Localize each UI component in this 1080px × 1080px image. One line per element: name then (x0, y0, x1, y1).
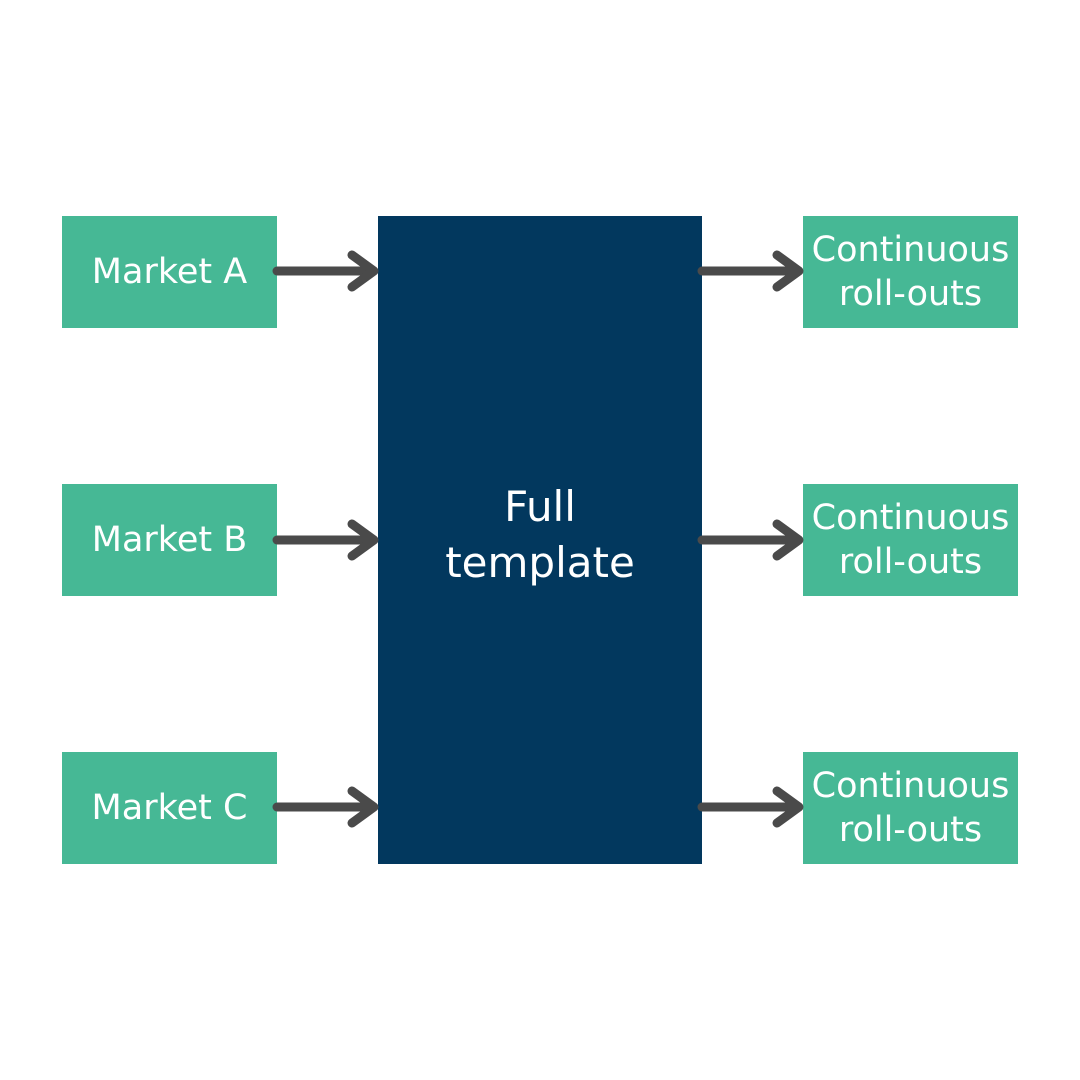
market-a-label: Market A (91, 252, 248, 292)
arrow-market-c-to-template (272, 786, 379, 828)
rollout-2-line-2: roll-outs (838, 542, 983, 582)
market-c-label: Market C (91, 788, 248, 828)
rollout-box-3: Continuous roll-outs (803, 752, 1018, 864)
market-a-box: Market A (62, 216, 277, 328)
rollout-label-3: Continuous roll-outs (812, 764, 1010, 852)
rollout-1-line-1: Continuous (811, 230, 1010, 270)
rollout-label-1: Continuous roll-outs (812, 228, 1010, 316)
full-template-line-1: Full (504, 482, 576, 531)
rollout-box-1: Continuous roll-outs (803, 216, 1018, 328)
market-c-box: Market C (62, 752, 277, 864)
full-template-label: Full template (445, 479, 635, 591)
rollout-3-line-1: Continuous (811, 766, 1010, 806)
arrow-template-to-rollout-3 (697, 786, 804, 828)
market-b-box: Market B (62, 484, 277, 596)
rollout-3-line-2: roll-outs (838, 810, 983, 850)
arrow-market-a-to-template (272, 250, 379, 292)
rollout-box-2: Continuous roll-outs (803, 484, 1018, 596)
arrow-template-to-rollout-2 (697, 519, 804, 561)
rollout-label-2: Continuous roll-outs (812, 496, 1010, 584)
arrow-market-b-to-template (272, 519, 379, 561)
market-b-label: Market B (91, 520, 248, 560)
arrow-template-to-rollout-1 (697, 250, 804, 292)
full-template-box: Full template (378, 216, 702, 864)
rollout-1-line-2: roll-outs (838, 274, 983, 314)
rollout-2-line-1: Continuous (811, 498, 1010, 538)
full-template-line-2: template (445, 538, 635, 587)
